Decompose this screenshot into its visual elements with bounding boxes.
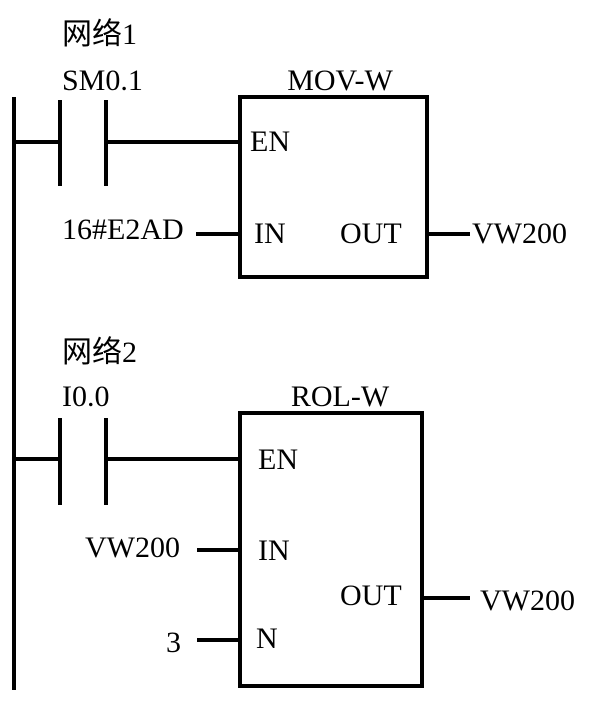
mov-w-en-pin: EN	[250, 125, 290, 158]
mov-w-in-pin: IN	[254, 217, 286, 250]
mov-w-box-title: MOV-W	[287, 64, 393, 97]
network-2: 网络2 I0.0 ROL-W EN IN OUT N VW200 3 VW200	[14, 336, 575, 688]
mov-w-in-value: 16#E2AD	[62, 213, 184, 246]
rol-w-box	[238, 411, 424, 688]
mov-w-out-value: VW200	[472, 217, 567, 250]
rol-w-out-value: VW200	[480, 584, 575, 617]
mov-w-out-pin: OUT	[340, 217, 402, 250]
rol-w-in-pin: IN	[258, 534, 290, 567]
rol-w-en-pin: EN	[258, 443, 298, 476]
network-1: 网络1 SM0.1 MOV-W EN IN OUT 16#E2AD VW200	[14, 18, 567, 279]
rol-w-box-title: ROL-W	[291, 380, 390, 413]
rol-w-in-value: VW200	[85, 531, 180, 564]
network-2-contact-label: I0.0	[62, 380, 110, 413]
rol-w-out-pin: OUT	[340, 579, 402, 612]
network-1-contact	[14, 100, 240, 186]
rol-w-n-value: 3	[166, 626, 181, 659]
network-1-title: 网络1	[62, 18, 137, 51]
rol-w-n-pin: N	[256, 622, 278, 655]
network-2-contact	[14, 418, 240, 505]
network-1-contact-label: SM0.1	[62, 64, 143, 97]
mov-w-box	[238, 95, 429, 279]
network-2-title: 网络2	[62, 336, 137, 369]
